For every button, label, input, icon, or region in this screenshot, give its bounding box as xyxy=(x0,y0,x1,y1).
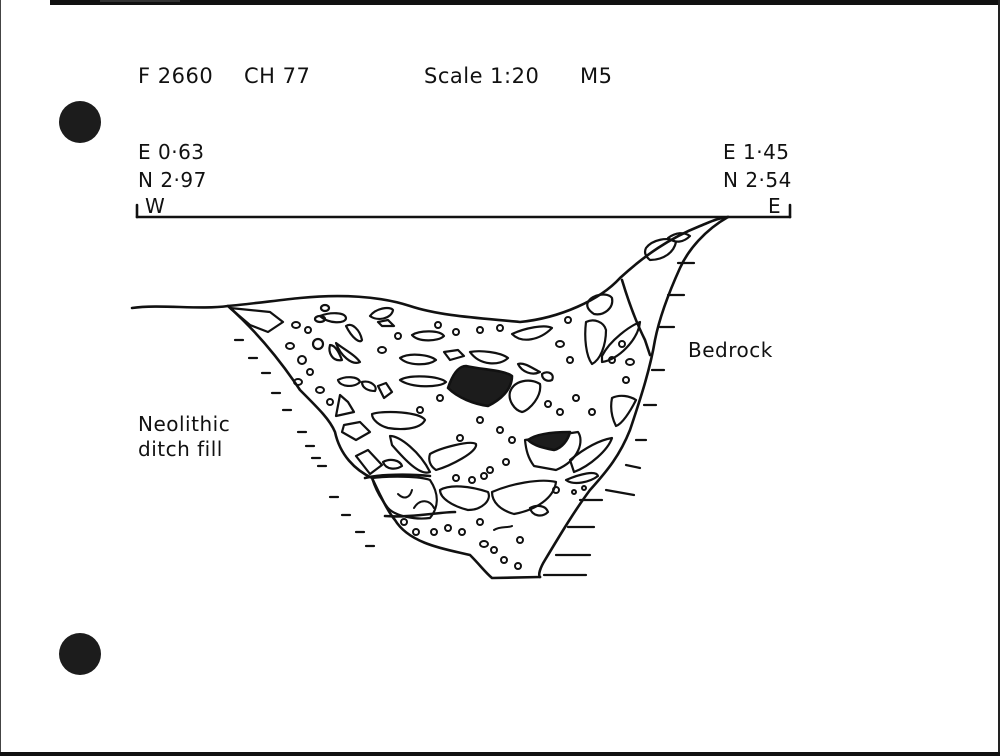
label-neolithic: Neolithic xyxy=(138,412,231,436)
stones xyxy=(228,232,692,520)
label-ditch-fill: ditch fill xyxy=(138,437,223,461)
scan-border-top-thin xyxy=(100,0,180,2)
layer-boundaries xyxy=(363,278,652,518)
grit-dots xyxy=(285,316,635,570)
context-number: CH 77 xyxy=(244,64,311,88)
punch-hole-top xyxy=(59,101,101,143)
neolithic-fill-dashes xyxy=(233,338,376,548)
scan-border-right xyxy=(998,0,1000,756)
fill-marks xyxy=(397,489,513,531)
cut-outline xyxy=(130,215,730,580)
drawing-scale: Scale 1:20 xyxy=(424,64,540,88)
bedrock-hachures xyxy=(542,261,696,577)
scan-border-top xyxy=(50,0,1000,5)
feature-number: F 2660 xyxy=(138,64,214,88)
sheet-reference: M5 xyxy=(580,64,613,88)
charcoal-fragments xyxy=(446,364,572,452)
west-end-label: W xyxy=(145,194,166,218)
west-northing: N 2·97 xyxy=(138,168,207,192)
east-northing: N 2·54 xyxy=(723,168,792,192)
east-end-label: E xyxy=(768,194,782,218)
west-easting: E 0·63 xyxy=(138,140,205,164)
section-datum-line xyxy=(135,203,792,219)
scan-border-bottom xyxy=(0,752,1000,756)
east-easting: E 1·45 xyxy=(723,140,790,164)
scan-border-left xyxy=(0,0,1,756)
punch-hole-bottom xyxy=(59,633,101,675)
label-bedrock: Bedrock xyxy=(688,338,773,362)
